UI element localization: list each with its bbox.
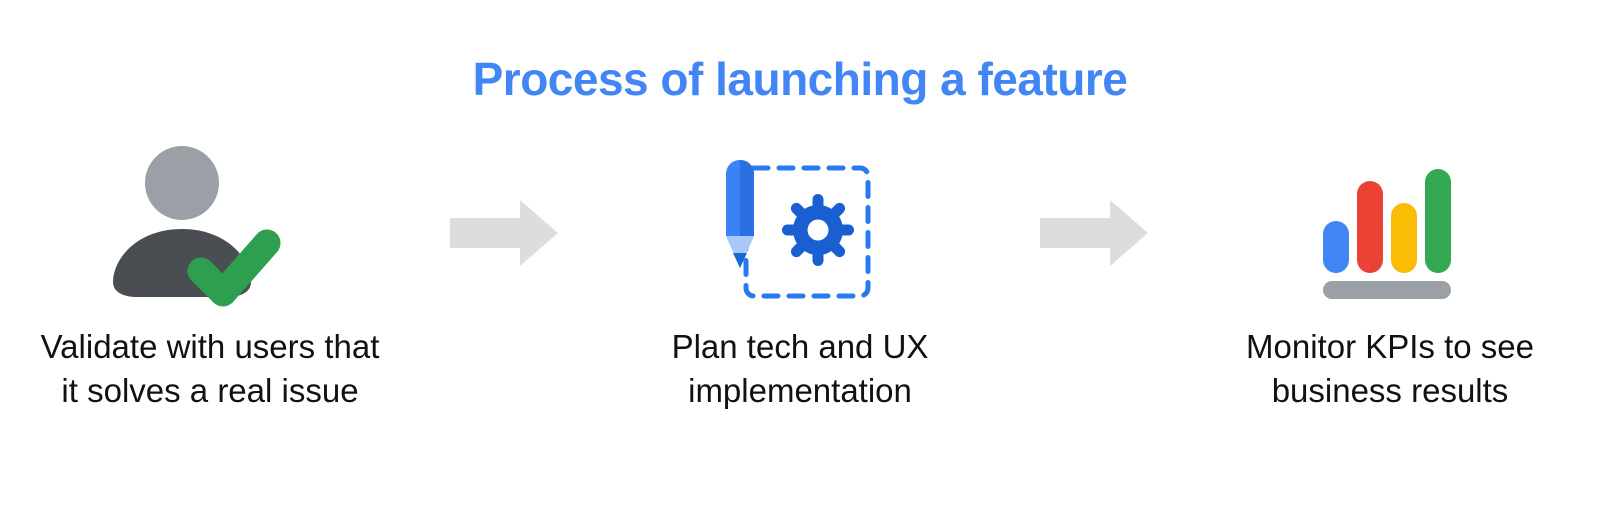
step-plan[interactable]: Plan tech and UX implementation: [590, 140, 1010, 412]
pencil-gear-icon: [720, 140, 880, 325]
arrow-right-icon-2: [1010, 140, 1180, 325]
arrow-right-icon-1: [420, 140, 590, 325]
step-label-monitor: Monitor KPIs to see business results: [1246, 328, 1534, 409]
step-label-plan: Plan tech and UX implementation: [671, 328, 929, 409]
process-flow: Validate with users that it solves a rea…: [0, 140, 1600, 460]
step-monitor[interactable]: Monitor KPIs to see business results: [1180, 140, 1600, 412]
step-label-validate: Validate with users that it solves a rea…: [40, 328, 380, 409]
page-title: Process of launching a feature: [472, 53, 1128, 105]
person-check-icon: [105, 140, 315, 325]
step-validate[interactable]: Validate with users that it solves a rea…: [0, 140, 420, 412]
bar-chart-icon: [1315, 140, 1465, 325]
